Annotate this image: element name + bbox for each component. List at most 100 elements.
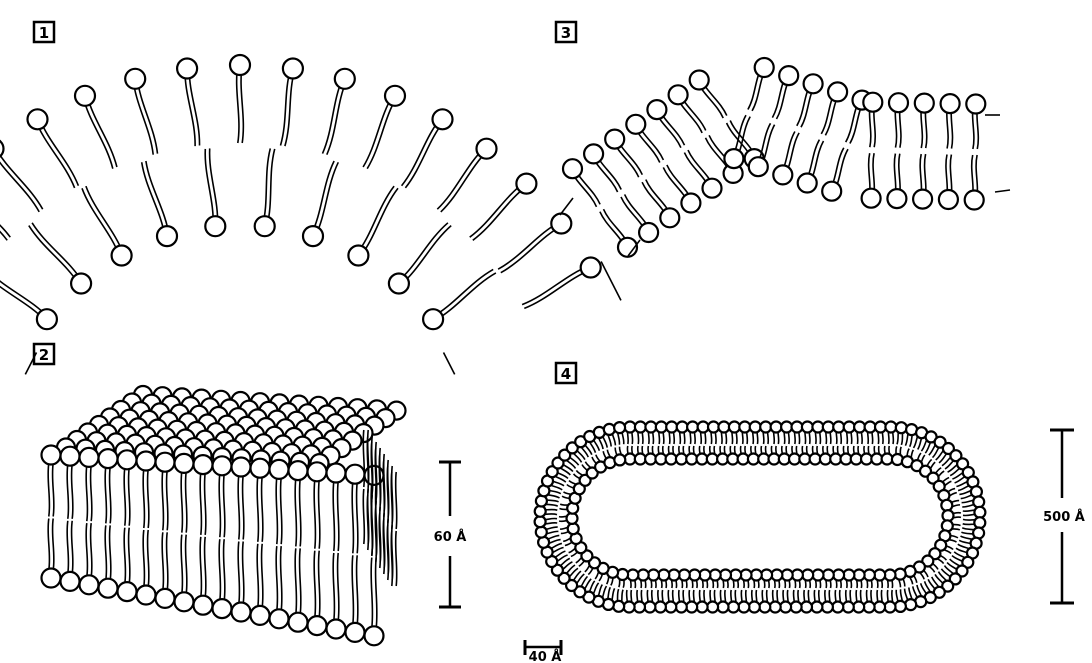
lipid-head — [536, 527, 547, 538]
lipid-head — [563, 159, 582, 178]
planar-bilayer-block — [42, 386, 406, 645]
lipid-head — [798, 174, 817, 193]
lipid-head — [303, 226, 323, 246]
lipid-head — [755, 58, 774, 77]
lipid-head — [255, 216, 275, 236]
lipid-head — [118, 582, 137, 601]
lipid-head — [822, 602, 833, 613]
lipid-head — [966, 95, 985, 114]
lipid-head — [270, 609, 289, 628]
svg-text:40 Å: 40 Å — [529, 649, 562, 663]
lipid-head — [308, 462, 327, 481]
lipid-head — [707, 602, 718, 613]
lipid-head — [289, 613, 308, 632]
lipid-head — [99, 449, 118, 468]
lipid-head — [125, 69, 145, 89]
lipid-head — [939, 190, 958, 209]
lipid-head — [251, 459, 270, 478]
scale-bar-500a: 500 Å — [1043, 430, 1085, 603]
lipid-head — [42, 569, 61, 588]
lipid-head — [423, 309, 443, 329]
lipid-head — [941, 94, 960, 113]
lipid-head — [112, 246, 132, 266]
lipid-head — [346, 465, 365, 484]
lipid-head — [738, 602, 749, 613]
lipid-head — [283, 59, 303, 79]
lipid-head — [346, 623, 365, 642]
lipid-head — [965, 191, 984, 210]
lipid-head — [681, 194, 700, 213]
lipid-head — [626, 115, 645, 134]
lipid-head — [843, 602, 854, 613]
lipid-head — [584, 144, 603, 163]
lipid-head — [724, 149, 743, 168]
lipid-head — [156, 453, 175, 472]
lipid-head — [973, 496, 984, 507]
lipid-head — [605, 130, 624, 149]
panel-label-2: 2 — [34, 344, 54, 364]
curved-bilayer-fragment — [0, 55, 621, 374]
lipid-head — [0, 139, 4, 159]
panel-label-1: 1 — [34, 22, 54, 42]
lipid-head — [137, 586, 156, 605]
svg-text:500 Å: 500 Å — [1043, 509, 1085, 525]
lipid-head — [687, 422, 698, 433]
lipid-head — [194, 455, 213, 474]
lipid-head — [42, 446, 61, 465]
lipid-head — [773, 165, 792, 184]
lipid-head — [477, 139, 497, 159]
lipid-head — [137, 452, 156, 471]
svg-text:3: 3 — [561, 24, 571, 42]
lipid-head — [205, 216, 225, 236]
lipid-head — [175, 454, 194, 473]
lipid-head — [915, 94, 934, 113]
lipid-head — [61, 447, 80, 466]
lipid-head — [327, 464, 346, 483]
panel-label-4: 4 — [556, 363, 576, 383]
lipid-head — [613, 601, 624, 612]
closed-vesicle — [535, 422, 986, 613]
lipid-head — [669, 85, 688, 104]
lipid-head — [703, 179, 722, 198]
lipid-head — [828, 82, 847, 101]
lipid-head — [862, 189, 881, 208]
lipid-head — [175, 592, 194, 611]
lipid-head — [230, 55, 250, 75]
lipid-head — [213, 599, 232, 618]
lipid-head — [251, 606, 270, 625]
lipid-head — [822, 182, 841, 201]
lipid-head — [655, 602, 666, 613]
lipid-head — [28, 109, 48, 129]
lipid-head — [802, 422, 813, 433]
lipid-head — [913, 190, 932, 209]
lipid-head — [833, 422, 844, 433]
lipid-head — [327, 620, 346, 639]
lipid-head — [61, 572, 80, 591]
lipid-head — [365, 626, 384, 645]
lipid-head — [779, 66, 798, 85]
lipid-head — [385, 86, 405, 106]
lipid-head — [232, 458, 251, 477]
lipid-head — [759, 602, 770, 613]
lipid-head — [71, 274, 91, 294]
lipid-head — [676, 602, 687, 613]
lipid-head — [433, 109, 453, 129]
lipid-head — [177, 59, 197, 79]
panel-label-3: 3 — [556, 22, 576, 42]
lipid-head — [887, 189, 906, 208]
lipid-head — [639, 223, 658, 242]
lipid-head — [791, 602, 802, 613]
lipid-head — [335, 69, 355, 89]
lipid-head — [99, 579, 118, 598]
lipid-head — [874, 602, 885, 613]
scale-bar-40a: 40 Å — [525, 640, 561, 663]
lipid-head — [889, 93, 908, 112]
lipid-head — [604, 424, 615, 435]
lipid-head — [80, 448, 99, 467]
lipid-head — [118, 450, 137, 469]
lipid-head — [896, 422, 907, 433]
lipid-head — [749, 157, 768, 176]
bent-bilayer-fragment — [560, 58, 1010, 257]
lipid-head — [389, 274, 409, 294]
